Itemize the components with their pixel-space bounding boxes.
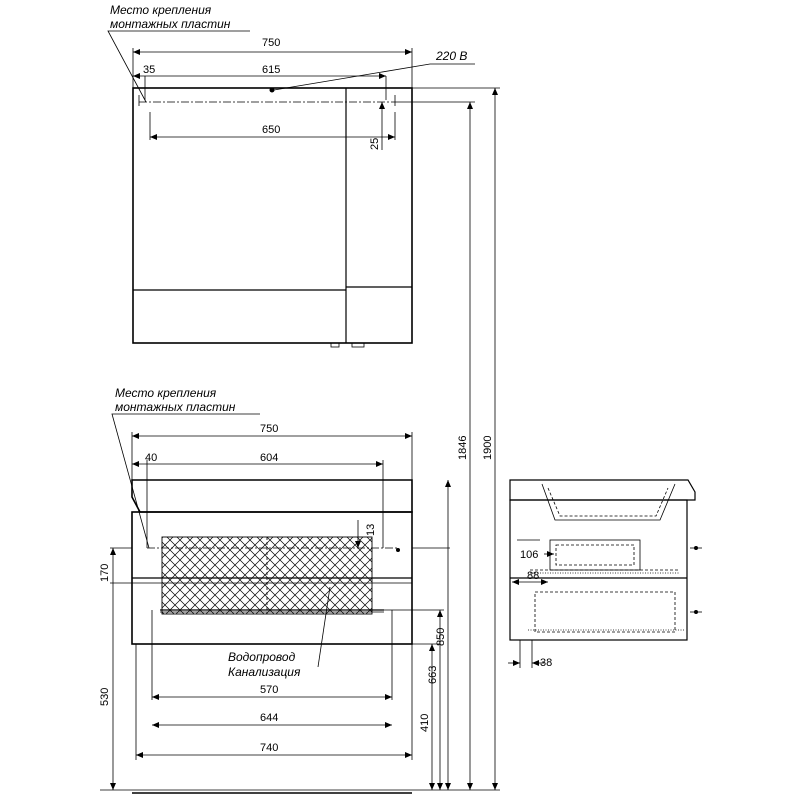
dim-floor-to-top: 850	[435, 628, 447, 646]
dim-height-to-plate: 1846	[457, 436, 469, 460]
dim-side-depth-upper: 106	[520, 549, 538, 561]
label-mounting-top-2: монтажных пластин	[110, 17, 231, 31]
label-water: Водопровод	[228, 650, 296, 664]
label-mounting-bottom-2: монтажных пластин	[115, 400, 236, 414]
dim-inner-width: 644	[260, 712, 278, 724]
dim-pipe-span: 570	[260, 684, 278, 696]
dim-bottom-plate-span: 604	[260, 452, 278, 464]
label-mounting-bottom-1: Место крепления	[115, 386, 217, 400]
dim-floor-to-pipes: 663	[427, 666, 439, 684]
side-countertop	[509, 479, 696, 501]
dim-top-plate-span: 615	[262, 64, 280, 76]
dim-side-depth-lower: 38	[540, 657, 552, 669]
dim-side-depth-middle: 88	[527, 570, 539, 582]
label-power: 220 В	[435, 49, 467, 63]
dim-total-height: 1900	[482, 436, 494, 460]
dim-drawer-height: 170	[99, 564, 111, 582]
dim-body-width: 740	[260, 742, 278, 754]
dim-top-width: 750	[262, 37, 280, 49]
vanity-front-view: 750 40 604 13 Место крепления монтажных …	[99, 386, 500, 794]
vanity-side-view: 106 88 38	[508, 479, 702, 669]
dim-bottom-width: 750	[260, 423, 278, 435]
dim-top-offset: 35	[143, 64, 155, 76]
dim-top-plate-drop: 25	[369, 138, 381, 150]
label-sewer: Канализация	[228, 665, 301, 679]
label-mounting-top-1: Место крепления	[110, 3, 212, 17]
dim-bottom-offset: 40	[145, 452, 157, 464]
dim-body-height: 530	[99, 688, 111, 706]
dim-floor-to-base: 410	[419, 714, 431, 732]
mirror-cabinet-view: 750 35 615 650 25 Место крепления монтаж…	[107, 3, 475, 348]
dim-bottom-plate-drop: 13	[365, 524, 377, 536]
side-body	[509, 499, 688, 641]
dim-top-inner-width: 650	[262, 124, 280, 136]
vanity-countertop	[131, 479, 413, 513]
overall-height-dimensions: 1846 1900	[395, 87, 500, 790]
